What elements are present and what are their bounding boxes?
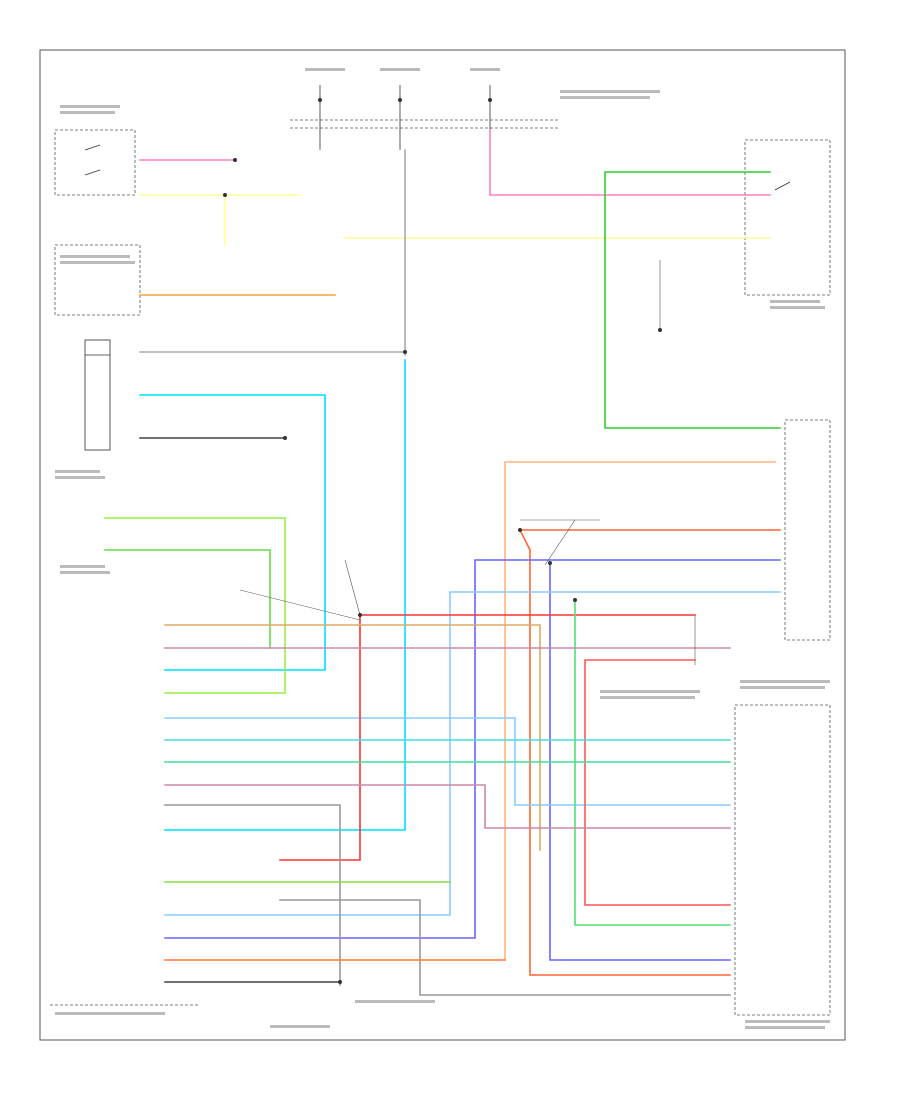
wire-blue-2 — [549, 562, 731, 961]
module-left-2 — [54, 244, 141, 316]
wire-gray-4 — [279, 899, 731, 996]
tiny-label-marks — [55, 68, 830, 1029]
connector-block-left — [84, 339, 111, 451]
wire-lightblue-1 — [164, 591, 781, 916]
module-right-lower — [784, 419, 831, 641]
switch-module-left — [54, 129, 136, 196]
wire-mauve-1 — [164, 784, 731, 829]
wire-lime-1 — [104, 517, 286, 694]
wire-tan-1 — [164, 624, 541, 851]
leader-lines — [239, 260, 696, 665]
wire-green-1 — [604, 171, 781, 429]
wire-red-2 — [584, 659, 731, 906]
connector-box-right-bottom — [734, 704, 831, 1016]
wire-lime-2 — [104, 549, 271, 649]
relay-box-right — [744, 139, 831, 296]
wire-blue-1 — [164, 559, 781, 939]
wire-cyan-2 — [164, 359, 406, 831]
wire-gray-3 — [164, 804, 341, 986]
wire-lightorange-1 — [504, 461, 776, 961]
wire-cyan-1 — [139, 394, 326, 671]
wire-red-1 — [279, 614, 696, 861]
wire-teal-3 — [574, 599, 731, 926]
wire-pink-2 — [489, 129, 771, 196]
diagram-border — [39, 49, 846, 1041]
fuse-panel — [290, 85, 560, 150]
wire-redorange-2 — [518, 528, 731, 976]
junction-dots — [223, 158, 662, 984]
